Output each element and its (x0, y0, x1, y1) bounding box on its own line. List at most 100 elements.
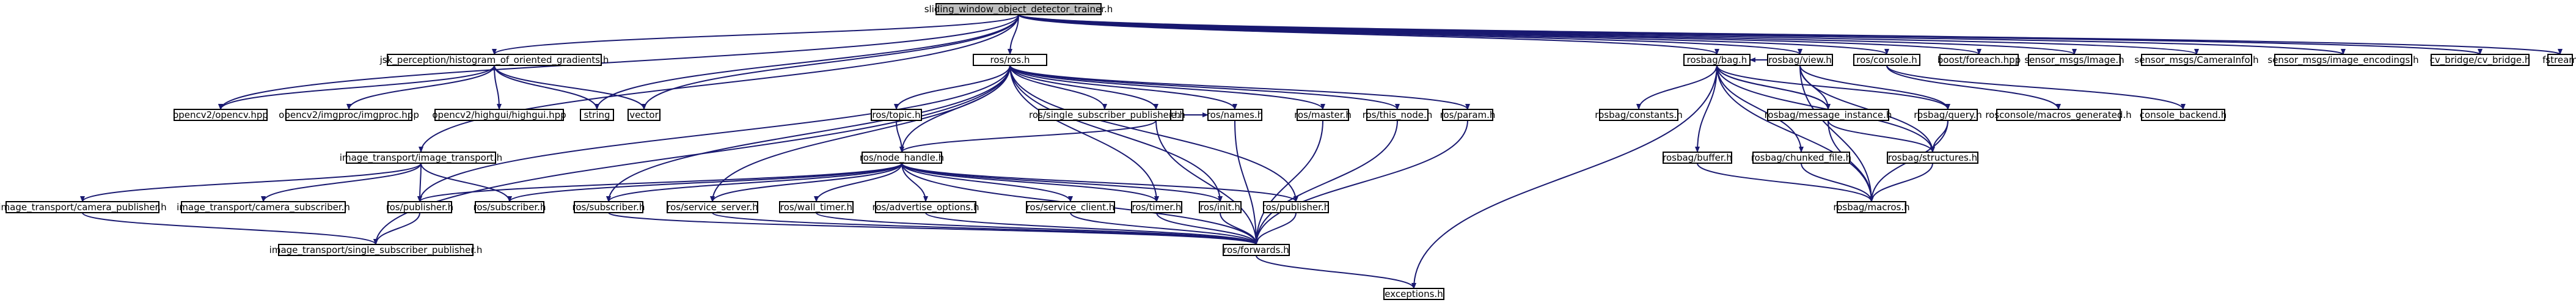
edge-itit-to-itcampub (80, 163, 422, 202)
node-box (1599, 109, 1678, 121)
graph-node-rossub1[interactable]: ros/subscriber.h (474, 201, 546, 213)
graph-node-consolemacros[interactable]: rosconsole/macros_generated.h (1985, 109, 2132, 121)
node-label: console_backend.h (2140, 109, 2227, 121)
edge-root-to-vector (642, 14, 1019, 110)
graph-node-rospub2[interactable]: ros/publisher.h (1262, 201, 1330, 213)
edge-bagmsginst-to-rosbagbag (1714, 65, 1829, 110)
node-label: string (584, 109, 610, 120)
graph-node-rosmaster[interactable]: ros/master.h (1294, 109, 1352, 121)
graph-node-camerainfo[interactable]: sensor_msgs/CameraInfo.h (2134, 54, 2259, 66)
node-label: ros/master.h (1294, 109, 1352, 120)
graph-node-rosparam[interactable]: ros/param.h (1440, 109, 1496, 121)
graph-node-sensorimage[interactable]: sensor_msgs/Image.h (2024, 54, 2124, 66)
graph-node-imageenc[interactable]: sensor_msgs/image_encodings.h (2267, 54, 2419, 66)
graph-node-rostopic[interactable]: ros/topic.h (871, 109, 922, 121)
edge-rosros-to-singlesub (1009, 65, 1107, 110)
node-box (285, 109, 412, 121)
graph-node-vector[interactable]: vector (628, 109, 660, 121)
node-label: cv_bridge/cv_bridge.h (2430, 54, 2531, 66)
node-box (2028, 54, 2121, 66)
node-label: ros/service_client.h (1026, 202, 1115, 213)
graph-node-opencv[interactable]: opencv2/opencv.hpp (173, 109, 268, 121)
graph-node-itit[interactable]: image_transport/image_transport.h (340, 152, 502, 164)
graph-node-rospub1[interactable]: ros/publisher.h (386, 201, 453, 213)
graph-node-imgproc1[interactable]: opencv2/imgproc/imgproc.hpp (279, 109, 419, 121)
graph-node-root: sliding_window_object_detector_trainer.h (924, 3, 1113, 15)
edge-rosros-to-rossub2 (606, 65, 1011, 202)
node-label: ros/wall_timer.h (780, 202, 852, 213)
edge-hog-to-vector (494, 65, 646, 110)
graph-node-bagquery[interactable]: rosbag/query.h (1914, 109, 1982, 121)
graph-node-consolebackend[interactable]: console_backend.h (2140, 109, 2227, 121)
node-box (1223, 244, 1290, 256)
graph-node-rosros[interactable]: ros/ros.h (973, 54, 1047, 66)
graph-node-singlesub[interactable]: ros/single_subscriber_publisher.h (1029, 109, 1180, 121)
graph-node-boostforeach[interactable]: boost/foreach.hpp (1937, 54, 2021, 66)
graph-node-itcamsub[interactable]: image_transport/camera_subscriber.h (177, 201, 350, 213)
edge-root-to-string (595, 14, 1019, 110)
graph-node-cvbridge[interactable]: cv_bridge/cv_bridge.h (2430, 54, 2531, 66)
node-box (1383, 288, 1444, 300)
node-label: rosbag/buffer.h (1663, 152, 1732, 163)
graph-node-itsinglesub[interactable]: image_transport/single_subscriber_publis… (269, 244, 483, 256)
graph-node-servserver[interactable]: ros/service_server.h (667, 201, 758, 213)
edge-nodehandle-to-advopts (901, 163, 928, 202)
graph-node-fstream[interactable]: fstream (2542, 54, 2576, 66)
graph-node-servclient[interactable]: ros/service_client.h (1026, 201, 1115, 213)
graph-node-bagchunked[interactable]: rosbag/chunked_file.h (1751, 152, 1851, 164)
node-label: jsk_perception/histogram_of_oriented_gra… (379, 54, 609, 66)
edge-bagstructures-to-bagmacros (1869, 163, 1933, 202)
node-label: ros/this_node.h (1363, 109, 1432, 121)
graph-node-walltimer[interactable]: ros/wall_timer.h (779, 201, 854, 213)
node-box (1752, 152, 1850, 164)
graph-node-rosinit[interactable]: ros/init.h (1199, 201, 1242, 213)
edge-rostimer-to-rosforwards (1156, 212, 1259, 245)
edge-rosbagbag-to-bagconstants (1636, 65, 1718, 110)
edge-rosbagbag-to-bagmacros (1716, 65, 1874, 202)
node-label: ros/forwards.h (1223, 244, 1289, 255)
graph-node-rostimer[interactable]: ros/timer.h (1131, 201, 1182, 213)
graph-node-bagbuffer[interactable]: rosbag/buffer.h (1663, 152, 1732, 164)
graph-node-hog[interactable]: jsk_perception/histogram_of_oriented_gra… (379, 54, 609, 66)
edge-rosbagbag-to-exceptions (1411, 65, 1718, 289)
edge-hog-to-imgproc1 (346, 65, 495, 110)
node-label: ros/init.h (1200, 202, 1240, 213)
node-label: ros/console.h (1856, 54, 1917, 65)
edge-rosservice-to-nodehandle (899, 120, 1157, 153)
edge-rosbagview-to-bagquery (1799, 65, 1950, 110)
graph-node-rosbagbag[interactable]: rosbag/bag.h (1683, 54, 1751, 66)
graph-node-exceptions[interactable]: exceptions.h (1383, 288, 1444, 300)
node-box (5, 201, 159, 213)
graph-node-bagconstants[interactable]: rosbag/constants.h (1595, 109, 1683, 121)
node-label: rosbag/structures.h (1888, 152, 1977, 163)
graph-node-rosforwards[interactable]: ros/forwards.h (1223, 244, 1290, 256)
graph-node-rosbagview[interactable]: rosbag/view.h (1767, 54, 1833, 66)
graph-node-itcampub[interactable]: image_transport/camera_publisher.h (0, 201, 167, 213)
node-label: ros/subscriber.h (474, 202, 546, 213)
graph-node-nodehandle[interactable]: ros/node_handle.h (860, 152, 944, 164)
node-label: opencv2/highgui/highgui.hpp (432, 109, 566, 120)
node-box (1442, 109, 1493, 121)
node-label: rosbag/view.h (1768, 54, 1832, 65)
node-box (871, 109, 922, 121)
graph-node-string[interactable]: string (580, 109, 614, 121)
node-box (387, 54, 602, 66)
node-label: rosbag/query.h (1914, 109, 1982, 120)
graph-node-rossub2[interactable]: ros/subscriber.h (573, 201, 645, 213)
edge-nodehandle-to-rospub1 (417, 163, 902, 202)
node-label: ros/names.h (1207, 109, 1264, 120)
node-label: ros/publisher.h (1262, 202, 1330, 213)
graph-node-rosthisnode[interactable]: ros/this_node.h (1363, 109, 1432, 121)
edge-nodehandle-to-rostimer (901, 163, 1159, 202)
graph-node-advopts[interactable]: ros/advertise_options.h (873, 201, 979, 213)
edge-hog-to-opencv (218, 65, 495, 110)
graph-node-rosnames[interactable]: ros/names.h (1207, 109, 1264, 121)
node-label: opencv2/imgproc/imgproc.hpp (279, 109, 419, 120)
edge-itit-to-itcamsub (261, 163, 422, 202)
node-box (1038, 109, 1171, 121)
graph-node-bagmacros[interactable]: rosbag/macros.h (1833, 201, 1910, 213)
graph-node-bagmsginst[interactable]: rosbag/message_instance.h (1765, 109, 1892, 121)
graph-node-bagstructures[interactable]: rosbag/structures.h (1887, 152, 1978, 164)
graph-node-highgui[interactable]: opencv2/highgui/highgui.hpp (432, 109, 566, 121)
graph-node-rosconsole[interactable]: ros/console.h (1853, 54, 1920, 66)
